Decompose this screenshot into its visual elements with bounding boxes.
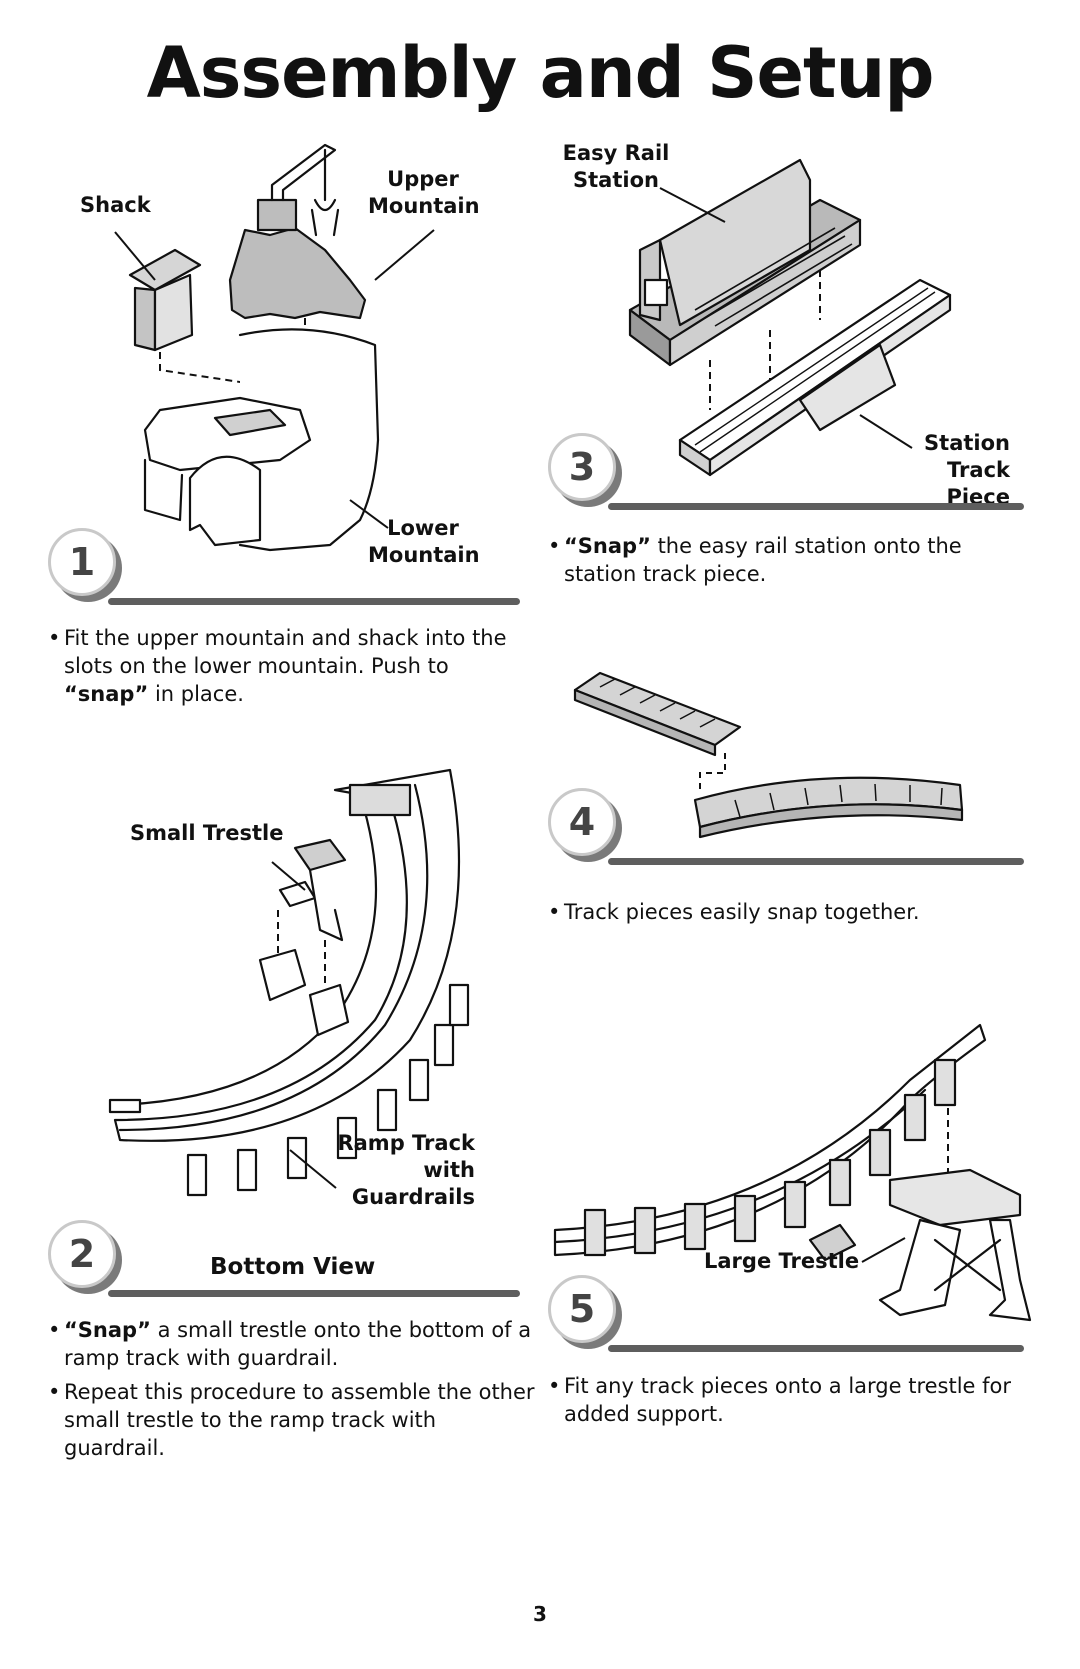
callout-ramp-track: Ramp Track with Guardrails xyxy=(337,1131,475,1209)
bottom-view-label: Bottom View xyxy=(210,1254,376,1280)
page-title: Assembly and Setup xyxy=(146,32,935,114)
step-divider xyxy=(608,503,1024,510)
straight-track-part xyxy=(573,671,742,757)
page-number: 3 xyxy=(533,1602,547,1626)
lower-mountain-part xyxy=(143,328,380,552)
station-track-piece-part xyxy=(678,278,952,477)
instruction-item: “Snap” the easy rail station onto the st… xyxy=(548,532,1028,588)
ramp-track-part xyxy=(113,768,461,1142)
shack-part xyxy=(128,248,202,352)
easy-rail-station-part xyxy=(628,158,862,367)
instruction-item: “Snap” a small trestle onto the bottom o… xyxy=(48,1316,538,1372)
mountain-assembly-illustration xyxy=(128,143,380,552)
track-support-posts xyxy=(583,1058,957,1257)
step-number-badge: 2 xyxy=(48,1220,116,1288)
upper-mountain-part xyxy=(228,198,367,320)
step2-instructions: “Snap” a small trestle onto the bottom o… xyxy=(48,1316,538,1468)
step-divider xyxy=(608,1345,1024,1352)
step-number-badge: 1 xyxy=(48,528,116,596)
step-divider xyxy=(608,858,1024,865)
step-divider xyxy=(108,598,520,605)
step-number-badge: 3 xyxy=(548,433,616,501)
track-pieces-illustration xyxy=(573,671,964,839)
step5-instructions: Fit any track pieces onto a large trestl… xyxy=(548,1372,1028,1434)
callout-small-trestle: Small Trestle xyxy=(130,821,284,845)
small-trestle-part xyxy=(258,838,350,1037)
callout-station-track-piece: Station Track Piece xyxy=(924,431,1010,509)
instruction-item: Repeat this procedure to assemble the ot… xyxy=(48,1378,538,1462)
callout-large-trestle: Large Trestle xyxy=(704,1249,860,1273)
callout-easy-rail-station: Easy Rail Station xyxy=(562,141,670,192)
step3-instructions: “Snap” the easy rail station onto the st… xyxy=(548,532,1028,594)
step1-instructions: Fit the upper mountain and shack into th… xyxy=(48,624,528,714)
instruction-item: Fit the upper mountain and shack into th… xyxy=(48,624,528,708)
step4-instructions: Track pieces easily snap together. xyxy=(548,898,1028,932)
station-assembly-illustration xyxy=(628,158,952,477)
guardrail-posts xyxy=(186,983,470,1197)
curved-track-part xyxy=(693,776,964,839)
ramp-track-trestle-illustration xyxy=(108,768,470,1197)
callout-upper-mountain: Upper Mountain xyxy=(368,167,480,218)
large-trestle-part xyxy=(878,1168,1032,1322)
instruction-item: Track pieces easily snap together. xyxy=(548,898,1028,926)
step-number-badge: 5 xyxy=(548,1275,616,1343)
callout-shack: Shack xyxy=(80,193,151,217)
instruction-item: Fit any track pieces onto a large trestl… xyxy=(548,1372,1028,1428)
step-number-badge: 4 xyxy=(548,788,616,856)
step-divider xyxy=(108,1290,520,1297)
large-trestle-illustration xyxy=(553,1023,1032,1322)
callout-lower-mountain: Lower Mountain xyxy=(368,516,480,567)
